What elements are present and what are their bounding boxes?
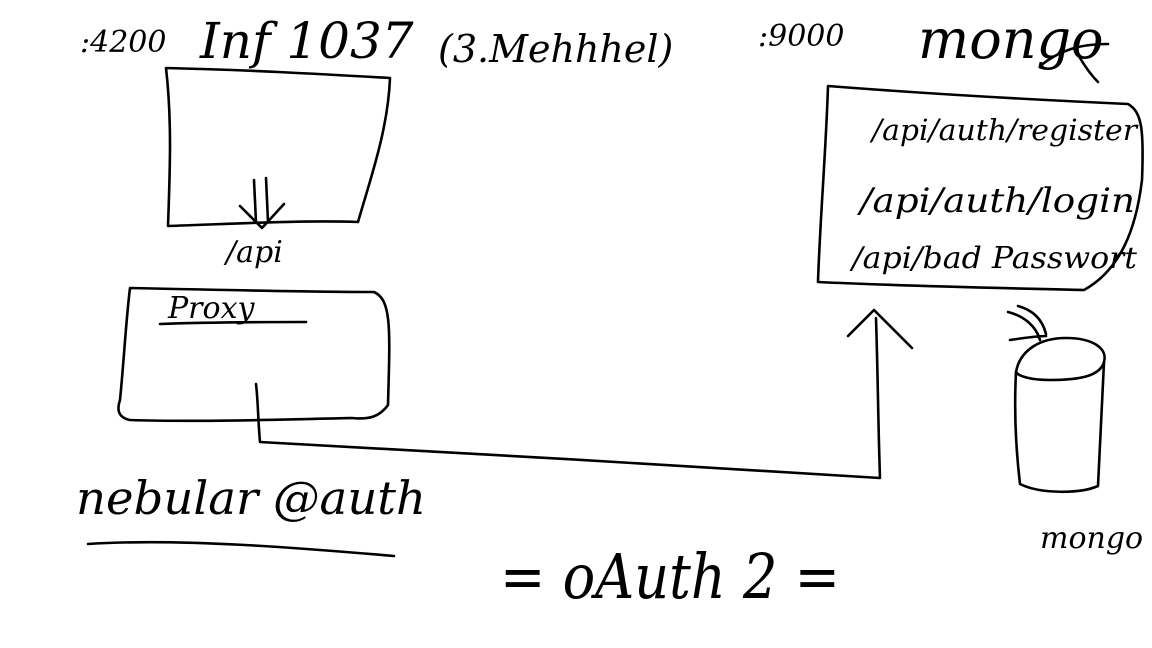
proxy-node: Proxy	[117, 286, 391, 423]
backend-port-label: :9000	[758, 19, 844, 54]
nebular-auth-underline	[86, 540, 396, 558]
backend-node: :9000 mongo /api/auth/register /api/auth…	[758, 8, 1144, 292]
backend-route-register: /api/auth/register	[869, 113, 1139, 147]
nebular-auth-text: nebular @auth	[76, 471, 426, 525]
frontend-port-label: :4200	[80, 25, 166, 60]
backend-route-login: /api/auth/login	[857, 181, 1135, 221]
database-cylinder-icon	[1013, 336, 1106, 494]
database-label: mongo	[1040, 521, 1143, 556]
proxy-to-backend-connector	[254, 316, 882, 480]
mongo-database: mongo	[1006, 304, 1143, 556]
frontend-node: :4200 Inf 1037 (3.Mehhhel)	[80, 12, 673, 230]
frontend-subtitle: (3.Mehhhel)	[438, 27, 673, 71]
backend-box	[816, 84, 1144, 292]
proxy-label-underline	[158, 320, 308, 326]
backend-route-bad-passwort: /api/bad Passwort	[849, 241, 1138, 276]
frontend-to-proxy-label: /api	[223, 235, 283, 270]
frontend-title: Inf 1037	[199, 12, 414, 70]
oauth2-note: = oAuth 2 =	[500, 540, 840, 613]
proxy-label: Proxy	[167, 291, 256, 326]
nebular-auth-note: nebular @auth	[76, 471, 426, 558]
backend-db-name-strike	[1038, 42, 1110, 84]
backend-up-arrowhead	[846, 308, 914, 350]
proxy-box	[117, 286, 391, 423]
frontend-down-arrow	[238, 176, 286, 230]
backend-to-db-arrow	[1006, 304, 1048, 342]
frontend-box	[164, 66, 392, 228]
backend-db-name: mongo	[918, 8, 1104, 71]
